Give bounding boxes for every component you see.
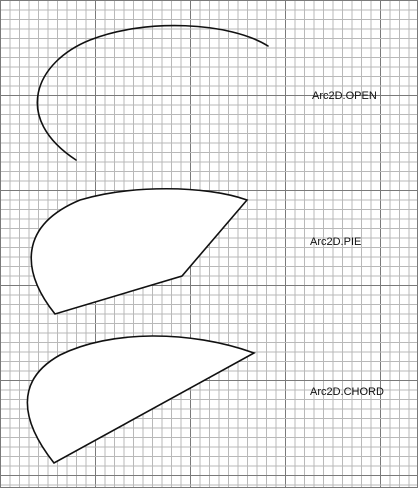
label-arc2d-chord: Arc2D.CHORD [310, 386, 384, 398]
pie-arc-shape [30, 187, 249, 315]
open-arc-shape [36, 24, 269, 161]
chord-arc-shape [26, 335, 256, 465]
label-arc2d-pie: Arc2D.PIE [310, 236, 361, 248]
label-arc2d-open: Arc2D.OPEN [312, 90, 377, 102]
